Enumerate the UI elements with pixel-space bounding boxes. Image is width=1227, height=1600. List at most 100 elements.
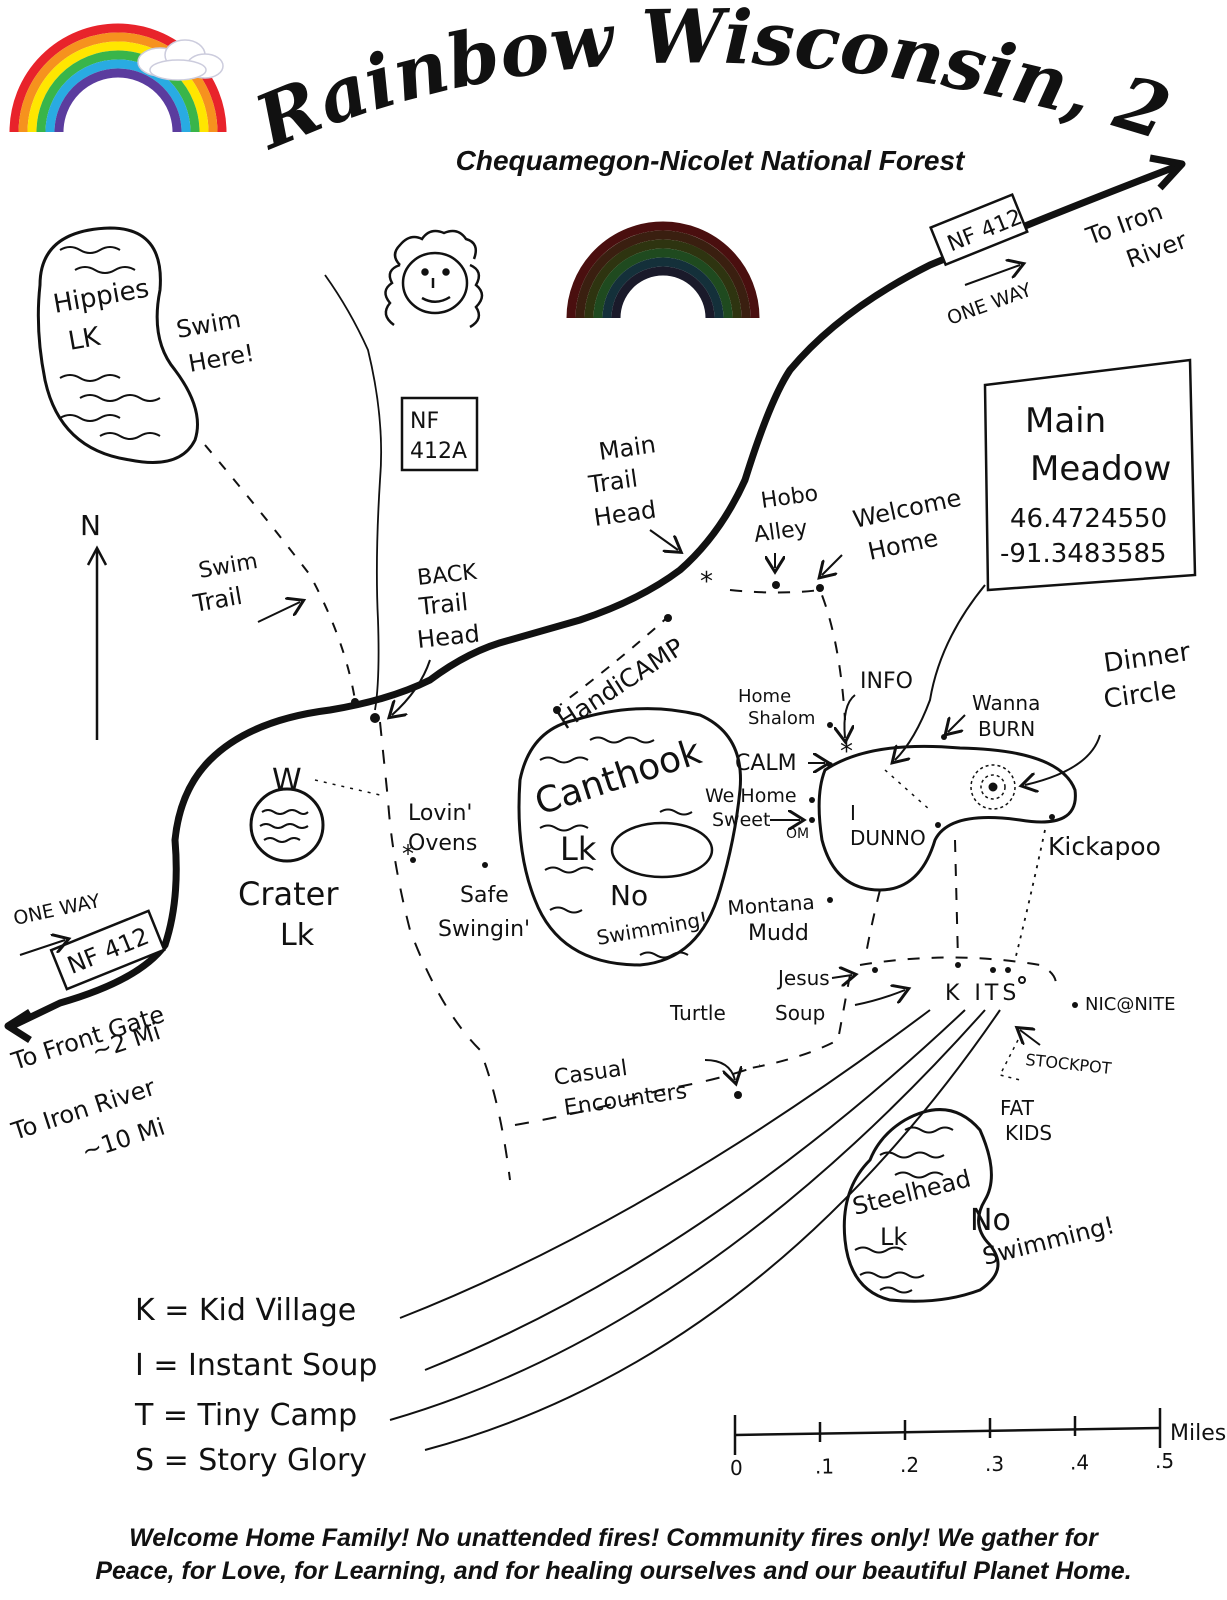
rainbow-band (27, 41, 209, 133)
rainbow-band (18, 32, 218, 133)
main-trail-head-star-icon: * (700, 567, 713, 597)
dinner-circle-label-2: Circle (1102, 675, 1178, 715)
wanna-burn-label-1: Wanna (972, 691, 1040, 715)
rainbow-band (593, 248, 733, 319)
hippies-lake-label-2: LK (66, 322, 103, 357)
lovin-ovens-label-1: Lovin' (408, 801, 472, 826)
back-trail-head-label-2: Trail (417, 588, 470, 621)
crater-lake-label-2: Lk (280, 918, 315, 953)
rainbow-band (575, 230, 751, 319)
welcome-home-label-2: Home (865, 524, 940, 566)
rainbow-band (602, 257, 724, 319)
canthook-lake-label-1: Canthook (530, 731, 706, 823)
main-trail-head-label-2: Trail (586, 464, 639, 499)
steelhead-no-swimming-label-1: No (970, 1203, 1011, 1238)
info-label: INFO (860, 669, 913, 694)
steelhead-lake-label-2: Lk (880, 1223, 907, 1251)
dinner-circle-icon (970, 764, 1016, 810)
crater-lake-label-1: Crater (238, 875, 339, 913)
rainbow-band (36, 50, 200, 133)
nf412a-sign: NF 412A (400, 396, 479, 472)
scale-tick-label: .4 (1070, 1450, 1089, 1474)
back-trail-head-label-3: Head (416, 620, 481, 654)
jesus-label: Jesus (776, 966, 830, 990)
we-home-sweet-om-label-2: Sweet (712, 809, 770, 831)
main-meadow-lon: -91.3483585 (1000, 539, 1167, 569)
scale-tick-label: .5 (1155, 1449, 1174, 1473)
kits-label: K ITS (945, 981, 1020, 1006)
home-shalom-label-2: Shalom (748, 708, 815, 729)
wanna-burn-label-2: BURN (978, 717, 1035, 741)
crater-lake: Crater Lk (238, 787, 339, 953)
rainbow-band (611, 266, 715, 319)
swim-trail-label-2: Trail (190, 582, 244, 618)
one-way-top-label: ONE WAY (944, 279, 1035, 330)
nic-nite-label: NIC@NITE (1085, 994, 1175, 1015)
nf412a-label-1: NF (410, 409, 439, 434)
nf412-sign-top: NF 412 (929, 192, 1029, 267)
map-subtitle: Chequamegon-Nicolet National Forest (456, 145, 966, 176)
hobo-alley-label-2: Alley (752, 516, 809, 548)
info-star-icon: * (840, 737, 853, 767)
lovin-ovens-star-icon: * (402, 840, 414, 868)
legend: K = Kid Village I = Instant Soup T = Tin… (134, 1293, 377, 1478)
rainbow-band (54, 68, 182, 133)
rainbow-band (9, 23, 227, 133)
rainbow-band (566, 221, 760, 319)
rainbow-band (584, 239, 742, 319)
we-home-sweet-om-label-3: OM (786, 826, 809, 842)
nf412-road (6, 161, 1184, 1031)
north-label: N (80, 509, 101, 542)
steelhead-lake-label-1: Steelhead (850, 1164, 974, 1220)
nf412a-label-2: 412A (410, 439, 467, 464)
main-meadow-area (817, 744, 1077, 892)
home-shalom-label-1: Home (738, 686, 791, 707)
main-meadow-lat: 46.4724550 (1010, 504, 1167, 534)
scale-unit-label: Miles (1170, 1421, 1226, 1446)
stockpot-label: STOCKPOT (1025, 1050, 1113, 1078)
fat-kids-label-1: FAT (1000, 1096, 1035, 1120)
main-meadow-label-2: Meadow (1030, 449, 1171, 489)
safe-swingin-label-1: Safe (460, 883, 509, 908)
swim-here-label-1: Swim (174, 305, 243, 344)
footer-line-2: Peace, for Love, for Learning, and for h… (95, 1557, 1132, 1585)
calm-label: CALM (735, 751, 797, 776)
i-dunno-label-2: DUNNO (850, 826, 926, 850)
kickapoo-label: Kickapoo (1048, 832, 1161, 861)
w-label: W (272, 763, 302, 798)
main-meadow-box: Main Meadow 46.4724550 -91.3483585 (983, 358, 1197, 592)
dinner-circle-label-1: Dinner (1102, 637, 1193, 679)
hippies-lake-label-1: Hippies (51, 274, 151, 320)
scale-tick-label: .1 (815, 1455, 834, 1479)
main-trail-head-label-1: Main (597, 430, 658, 466)
swim-trail-label-1: Swim (197, 549, 260, 584)
legend-item-s: S = Story Glory (135, 1443, 367, 1478)
main-meadow-label-1: Main (1025, 401, 1106, 441)
scale-tick-label: .2 (900, 1453, 919, 1477)
casual-encounters-label-1: Casual (552, 1056, 629, 1091)
one-way-bottom-label: ONE WAY (11, 890, 102, 930)
legend-item-i: I = Instant Soup (135, 1348, 377, 1383)
north-arrow-icon (86, 545, 108, 740)
fat-kids-label-2: KIDS (1005, 1121, 1052, 1145)
turtle-soup-label-1: Turtle (669, 1001, 726, 1025)
cloud-icon (137, 39, 224, 81)
back-trail-head-label-1: BACK (416, 560, 478, 591)
we-home-sweet-om-label-1: We Home (705, 785, 797, 807)
i-dunno-label-1: I (850, 801, 856, 825)
canthook-lake: Canthook Lk No Swimming! (517, 707, 742, 967)
turtle-soup-label-2: Soup (775, 1001, 825, 1025)
legend-item-t: T = Tiny Camp (134, 1398, 357, 1433)
footer-line-1: Welcome Home Family! No unattended fires… (129, 1524, 1098, 1552)
welcome-home-label-1: Welcome (850, 484, 963, 534)
swim-here-label-2: Here! (186, 339, 256, 378)
montana-mudd-label-1: Montana (727, 890, 816, 920)
dark-rainbow-icon (566, 221, 760, 319)
hobo-alley-label-1: Hobo (759, 481, 819, 514)
main-trail-head-label-3: Head (592, 495, 658, 531)
rainbow-band (45, 59, 191, 133)
legend-item-k: K = Kid Village (135, 1293, 356, 1328)
montana-mudd-label-2: Mudd (748, 921, 809, 946)
lovin-ovens-label-2: Ovens (408, 831, 477, 856)
